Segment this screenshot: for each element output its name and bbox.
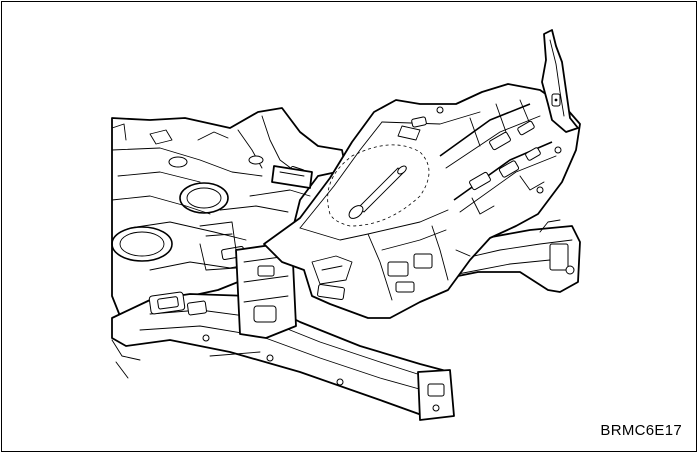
center-crossmember (199, 221, 297, 339)
spare-tire-recess (327, 144, 430, 227)
left-side-rail (111, 291, 455, 421)
rear-floor-panel (263, 83, 581, 319)
floor-hole-large (179, 182, 229, 214)
figure-code-label: BRMC6E17 (600, 422, 682, 439)
spare-wheel-well (111, 226, 173, 262)
floor-reinforcement-block (271, 165, 313, 189)
rear-upright-bracket (541, 29, 579, 133)
